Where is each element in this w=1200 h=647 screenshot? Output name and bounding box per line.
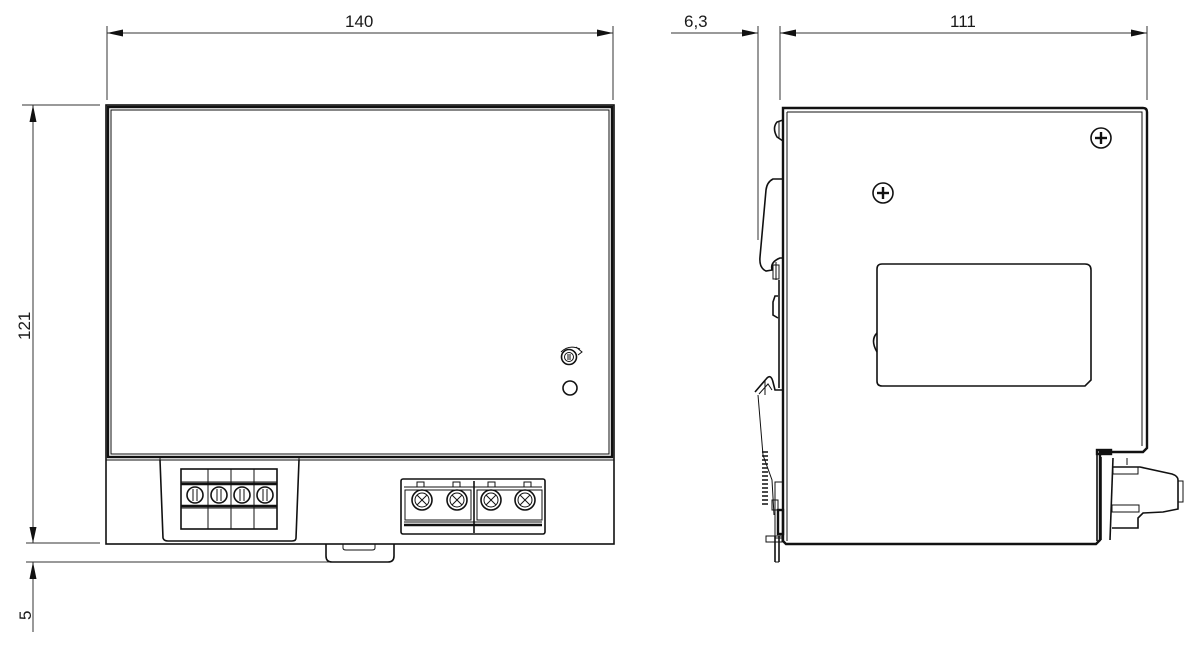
potentiometer bbox=[560, 346, 583, 366]
terminal-screw bbox=[446, 489, 468, 511]
terminal-screw bbox=[411, 489, 433, 511]
din-rail-clip-tab bbox=[325, 544, 395, 563]
dimension-label-height: 121 bbox=[15, 311, 34, 340]
front-cover bbox=[106, 105, 614, 459]
input-terminal-block bbox=[159, 458, 300, 542]
dimension-label-depth: 111 bbox=[950, 12, 976, 31]
housing-side bbox=[781, 106, 1149, 546]
din-rail-clip bbox=[759, 178, 784, 388]
dimension-depth-side bbox=[779, 26, 1148, 100]
terminal-screw bbox=[210, 486, 228, 504]
din-rail-clip-lower bbox=[754, 375, 785, 563]
dimension-rail-offset bbox=[671, 26, 759, 240]
terminal-screw bbox=[480, 489, 502, 511]
led-indicator bbox=[562, 380, 578, 396]
screw-icon bbox=[872, 182, 894, 204]
dimension-label-rail-offset: 6,3 bbox=[684, 12, 708, 31]
dimension-clip-offset bbox=[26, 561, 330, 632]
housing-front bbox=[105, 104, 615, 545]
dimension-label-width: 140 bbox=[345, 12, 374, 31]
dimension-width-front bbox=[106, 26, 614, 100]
terminal-screw bbox=[256, 486, 274, 504]
screw-icon bbox=[1090, 127, 1112, 149]
dimension-height-front bbox=[22, 104, 100, 544]
connector-plug bbox=[1095, 448, 1184, 541]
label-area bbox=[876, 263, 1092, 387]
output-terminal-block bbox=[400, 478, 546, 535]
terminal-screw bbox=[233, 486, 251, 504]
front-view bbox=[22, 26, 615, 632]
spring-icon bbox=[762, 451, 768, 505]
terminal-screw bbox=[514, 489, 536, 511]
dimension-label-clip-offset: 5 bbox=[16, 610, 35, 620]
terminal-screw bbox=[186, 486, 204, 504]
side-view bbox=[671, 26, 1184, 563]
